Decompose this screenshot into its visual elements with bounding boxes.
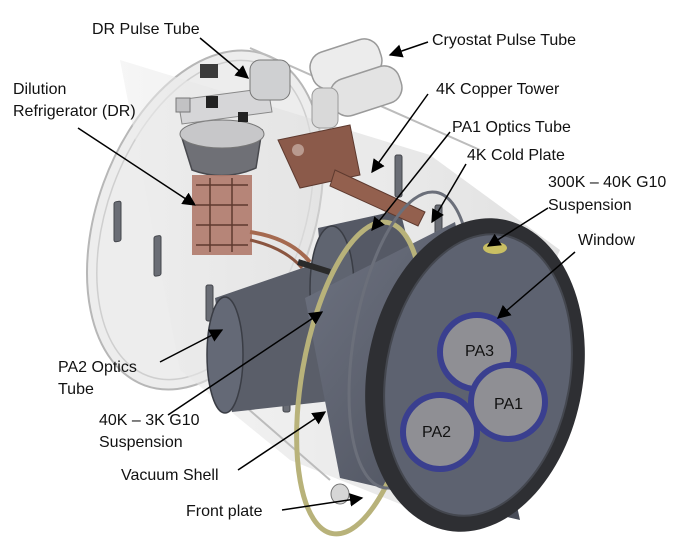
arrow-cryostat-pulse-tube — [388, 41, 429, 58]
arrow-4k-copper-tower — [371, 93, 429, 174]
arrow-300k-40k-suspension — [486, 207, 549, 247]
label-cryostat-pulse-tube: Cryostat Pulse Tube — [432, 32, 577, 49]
callout-arrows — [77, 37, 576, 511]
cryostat-pulse-tube — [309, 38, 403, 129]
dilution-refrigerator — [175, 59, 331, 275]
label-pa2-optics-tube-line2: Tube — [58, 381, 94, 398]
arrow-40k-3k-suspension — [167, 311, 324, 416]
arrow-dr-pulse-tube — [199, 37, 250, 79]
detector-arrays: PA3 PA1 PA2 — [400, 312, 548, 472]
label-dilution-refrigerator-line1: Dilution — [13, 81, 67, 98]
arrow-4k-cold-plate — [431, 163, 467, 224]
label-4k-copper-tower: 4K Copper Tower — [436, 81, 560, 98]
pa2-array — [400, 392, 480, 472]
pa1-label: PA1 — [494, 396, 523, 413]
arrow-dilution-refrigerator — [77, 127, 197, 206]
label-front-plate: Front plate — [186, 503, 263, 520]
label-40k-3k-line1: 40K – 3K G10 — [99, 412, 200, 429]
label-window: Window — [578, 232, 635, 249]
pa2-label: PA2 — [422, 424, 451, 441]
label-40k-3k-line2: Suspension — [99, 434, 183, 451]
label-vacuum-shell: Vacuum Shell — [121, 467, 219, 484]
label-300k-40k-line2: Suspension — [548, 197, 632, 214]
pa3-label: PA3 — [465, 343, 494, 360]
arrow-window — [496, 251, 576, 319]
label-300k-40k-line1: 300K – 40K G10 — [548, 174, 667, 191]
label-dilution-refrigerator-line2: Refrigerator (DR) — [13, 103, 136, 120]
window-marker — [483, 242, 507, 254]
arrow-pa1-optics-tube — [371, 131, 451, 232]
arrow-pa2-optics-tube — [159, 329, 224, 363]
arrow-front-plate — [281, 493, 364, 511]
arrow-vacuum-shell — [237, 411, 327, 471]
label-pa1-optics-tube: PA1 Optics Tube — [452, 119, 571, 136]
pa1-array — [468, 362, 548, 442]
label-dr-pulse-tube: DR Pulse Tube — [92, 21, 200, 38]
label-4k-cold-plate: 4K Cold Plate — [467, 147, 565, 164]
label-pa2-optics-tube-line1: PA2 Optics — [58, 359, 137, 376]
